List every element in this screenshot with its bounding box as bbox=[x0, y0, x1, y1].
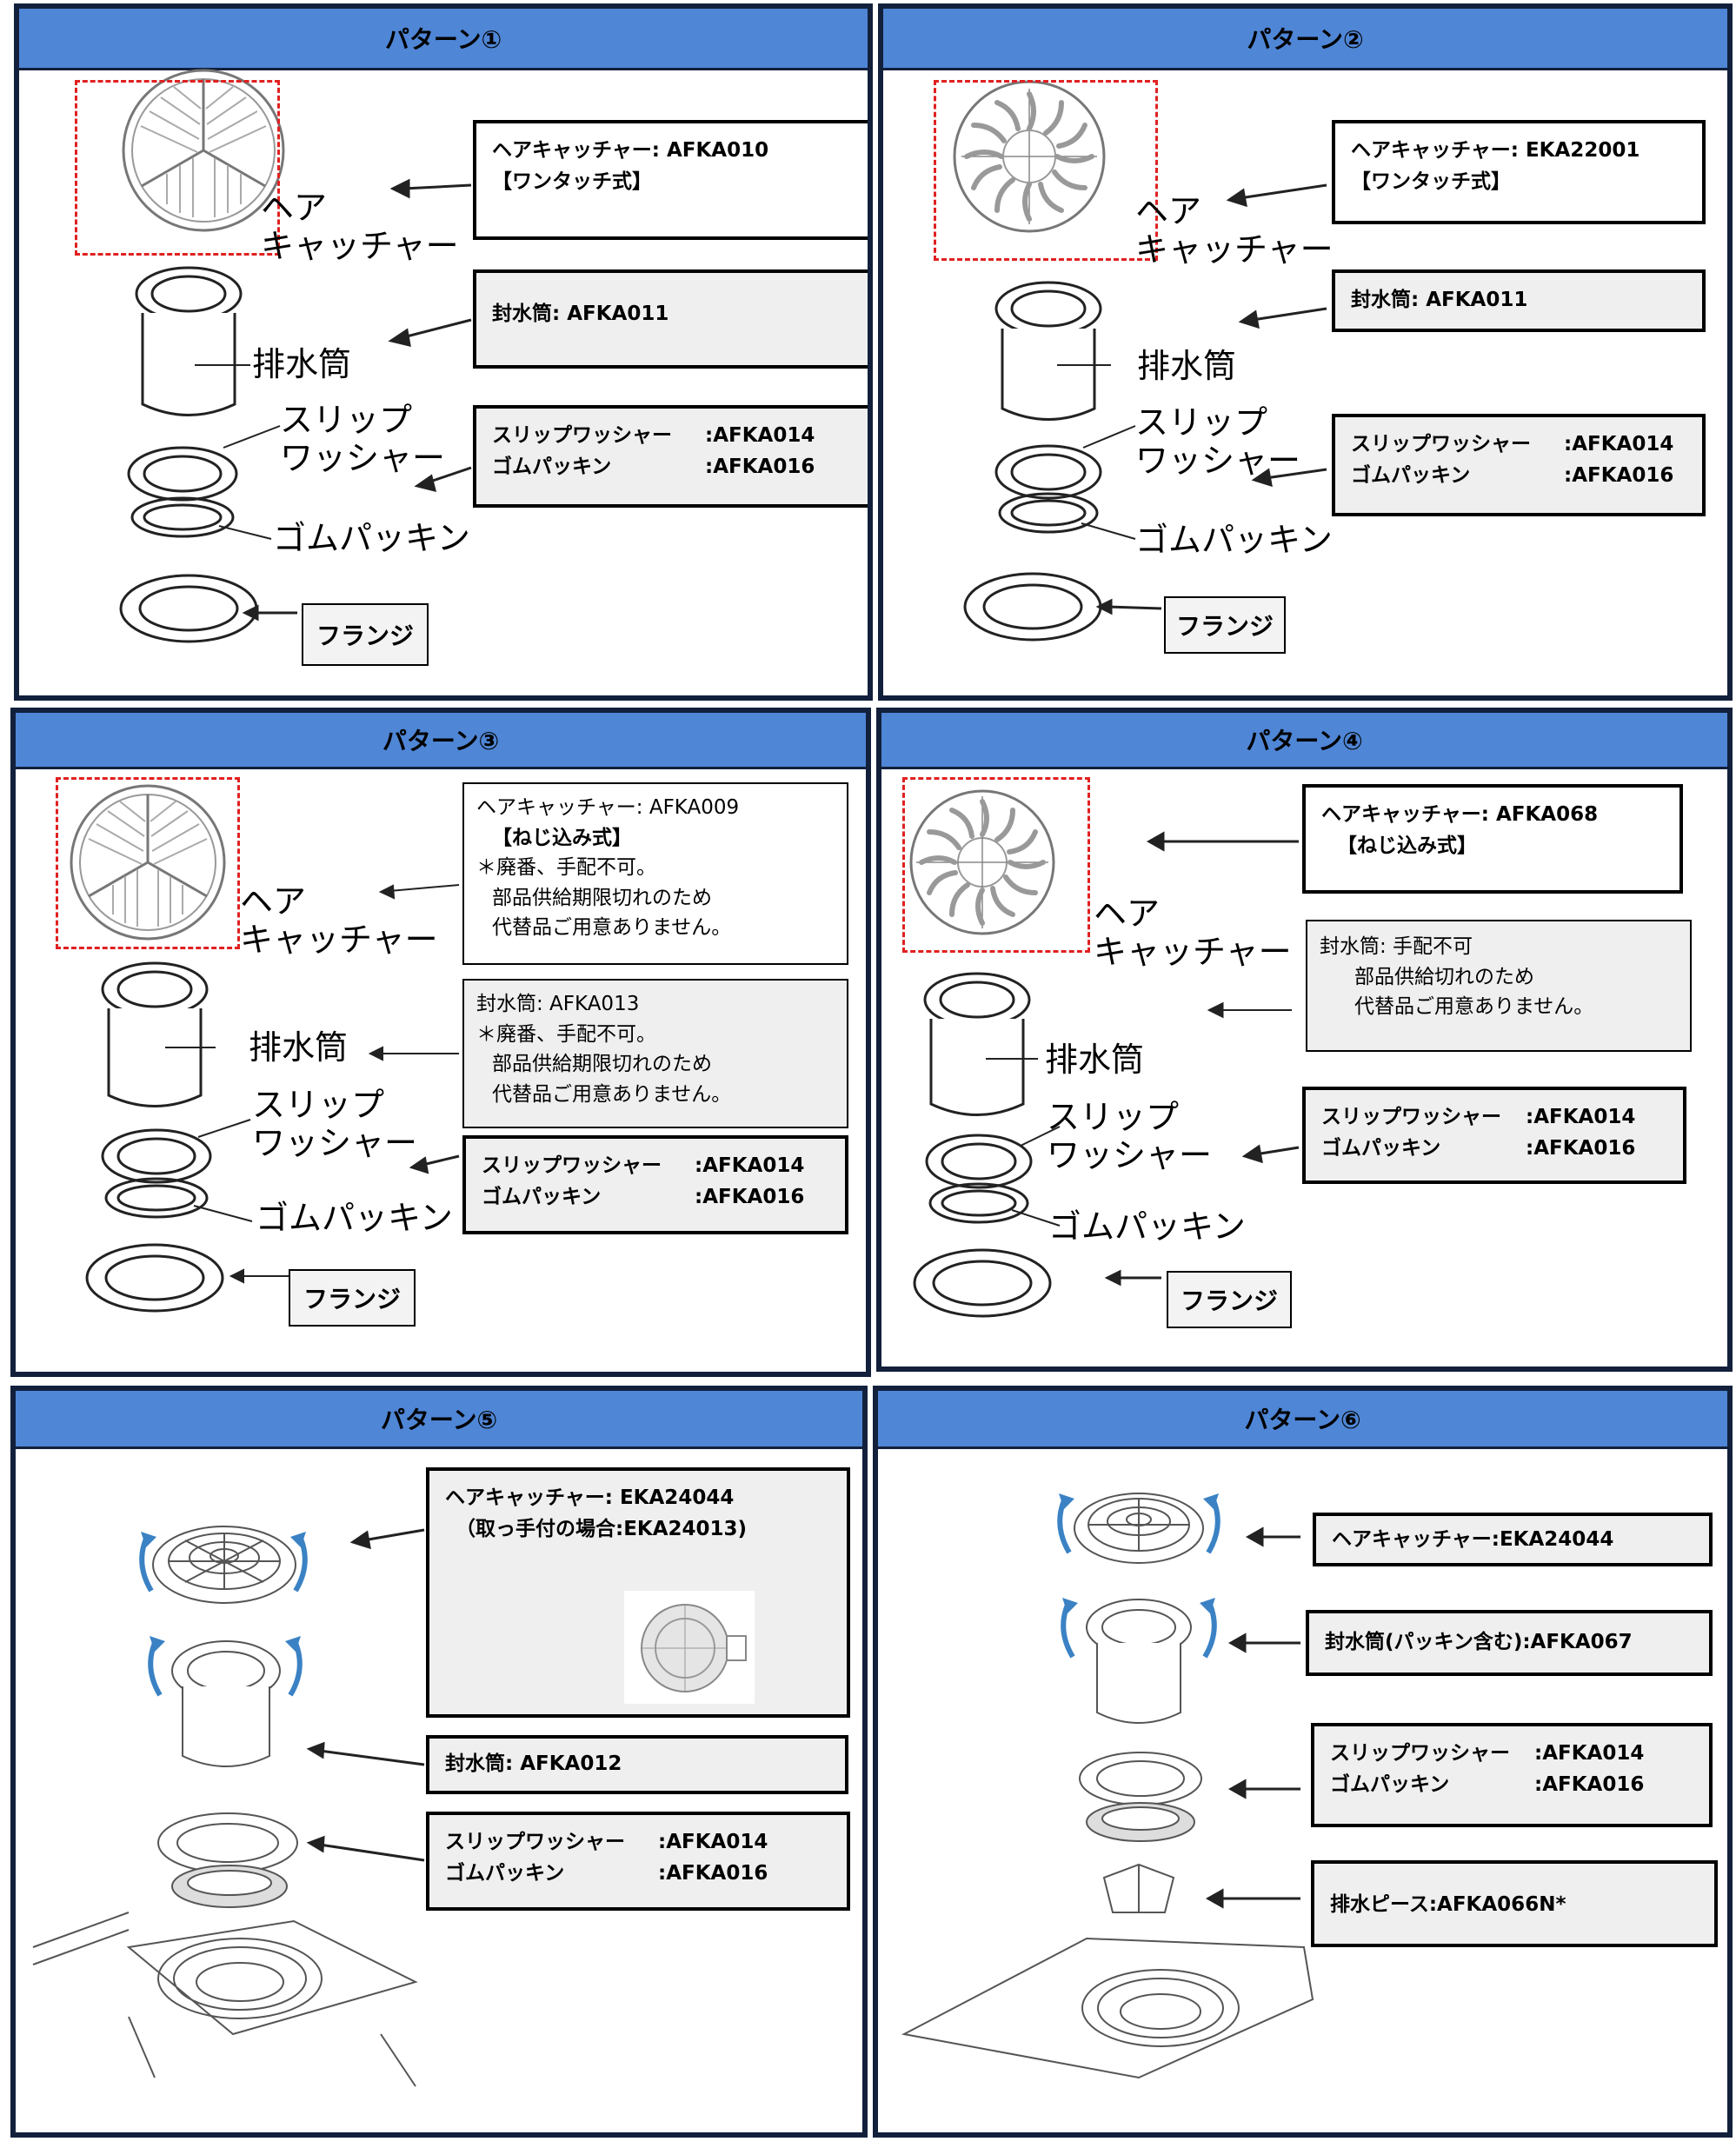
flange-callout: フランジ bbox=[302, 603, 429, 666]
slip-washer-callout: スリップワッシャー:AFKA014 ゴムパッキン:AFKA016 bbox=[426, 1812, 850, 1911]
drain-illustration bbox=[923, 972, 1031, 1116]
panel-pattern-2: パターン② bbox=[878, 3, 1733, 701]
hair-catcher-callout: ヘアキャッチャー: EKA24044 （取っ手付の場合:EKA24013) bbox=[426, 1467, 850, 1718]
flange-callout: フランジ bbox=[1167, 1271, 1292, 1328]
seal-tube-illustration bbox=[1086, 1599, 1192, 1724]
slip-washer-label: スリップワッシャー bbox=[252, 1086, 418, 1162]
handle-hair-catcher-thumbnail bbox=[624, 1591, 755, 1704]
hair-catcher-callout: ヘアキャッチャー: AFKA009 【ねじ込み式】 ＊廃番、手配不可。 部品供給… bbox=[462, 782, 848, 965]
drain-label: 排水筒 bbox=[249, 1028, 349, 1067]
slip-washer-callout: スリップワッシャー:AFKA014 ゴムパッキン:AFKA016 bbox=[1332, 414, 1706, 516]
highlight-frame bbox=[934, 80, 1158, 261]
hair-catcher-callout: ヘアキャッチャー: AFKA068 【ねじ込み式】 bbox=[1302, 784, 1683, 894]
flange-callout: フランジ bbox=[1164, 596, 1286, 654]
panel-pattern-3: パターン③ bbox=[10, 708, 871, 1377]
hair-catcher-illustration bbox=[1074, 1493, 1204, 1564]
panel-title: パターン⑥ bbox=[878, 1391, 1727, 1449]
drain-illustration bbox=[101, 961, 209, 1107]
highlight-frame bbox=[902, 777, 1090, 953]
hair-catcher-callout: ヘアキャッチャー:EKA24044 bbox=[1313, 1513, 1713, 1566]
hair-catcher-callout: ヘアキャッチャー: AFKA010【ワンタッチ式】 bbox=[473, 120, 868, 240]
seal-tube-callout: 封水筒: AFKA011 bbox=[473, 269, 868, 369]
hair-catcher-label: ヘアキャッチャー bbox=[261, 189, 459, 265]
seal-tube-callout: 封水筒: AFKA011 bbox=[1332, 269, 1706, 332]
flange-callout: フランジ bbox=[289, 1269, 416, 1327]
panel-title: パターン⑤ bbox=[16, 1391, 862, 1449]
panel-pattern-4: パターン④ bbox=[876, 708, 1733, 1372]
drain-label: 排水筒 bbox=[1137, 347, 1237, 385]
hair-catcher-callout: ヘアキャッチャー: EKA22001【ワンタッチ式】 bbox=[1332, 120, 1706, 224]
slip-washer-label: スリップワッシャー bbox=[1135, 403, 1301, 480]
seal-tube-callout: 封水筒: AFKA013 ＊廃番、手配不可。 部品供給期限切れのため 代替品ご用… bbox=[462, 979, 848, 1128]
seal-tube-callout: 封水筒: 手配不可 部品供給切れのため 代替品ご用意ありません。 bbox=[1306, 920, 1692, 1052]
panel-title: パターン① bbox=[19, 9, 868, 70]
drain-label: 排水筒 bbox=[252, 345, 352, 383]
panel-title: パターン④ bbox=[881, 713, 1727, 769]
drain-illustration bbox=[135, 266, 243, 416]
rubber-packing-label: ゴムパッキン bbox=[256, 1199, 453, 1237]
seal-tube-illustration bbox=[171, 1640, 281, 1767]
hair-catcher-illustration bbox=[152, 1526, 296, 1604]
hair-catcher-label: ヘアキャッチャー bbox=[240, 882, 438, 959]
drain-label: 排水筒 bbox=[1045, 1041, 1145, 1079]
slip-washer-callout: スリップワッシャー:AFKA014 ゴムパッキン:AFKA016 bbox=[1311, 1723, 1713, 1827]
slip-washer-label: スリップワッシャー bbox=[280, 401, 446, 477]
drain-piece-callout: 排水ピース:AFKA066N* bbox=[1311, 1860, 1718, 1947]
drain-piece-illustration bbox=[1102, 1863, 1175, 1913]
slip-washer-callout: スリップワッシャー:AFKA014 ゴムパッキン:AFKA016 bbox=[473, 405, 868, 508]
highlight-frame bbox=[56, 777, 240, 949]
panel-title: パターン② bbox=[883, 9, 1727, 70]
rubber-packing-label: ゴムパッキン bbox=[273, 519, 470, 557]
slip-washer-label: スリップワッシャー bbox=[1047, 1098, 1213, 1174]
rubber-packing-label: ゴムパッキン bbox=[1135, 521, 1333, 559]
slip-washer-callout: スリップワッシャー:AFKA014 ゴムパッキン:AFKA016 bbox=[462, 1135, 848, 1234]
slip-washer-callout: スリップワッシャー:AFKA014 ゴムパッキン:AFKA016 bbox=[1302, 1087, 1686, 1184]
hair-catcher-label: ヘアキャッチャー bbox=[1094, 894, 1292, 971]
hair-catcher-label: ヘアキャッチャー bbox=[1135, 192, 1334, 269]
panel-title: パターン③ bbox=[16, 713, 866, 769]
panel-pattern-6: パターン⑥ bbox=[873, 1386, 1733, 2138]
seal-tube-callout: 封水筒: AFKA012 bbox=[426, 1735, 848, 1794]
panel-pattern-5: パターン⑤ bbox=[10, 1386, 868, 2138]
drain-illustration bbox=[994, 281, 1102, 421]
seal-tube-callout: 封水筒(パッキン含む):AFKA067 bbox=[1306, 1610, 1713, 1676]
highlight-frame bbox=[75, 80, 280, 256]
panel-pattern-1: パターン① bbox=[14, 3, 873, 701]
rubber-packing-label: ゴムパッキン bbox=[1048, 1207, 1246, 1246]
